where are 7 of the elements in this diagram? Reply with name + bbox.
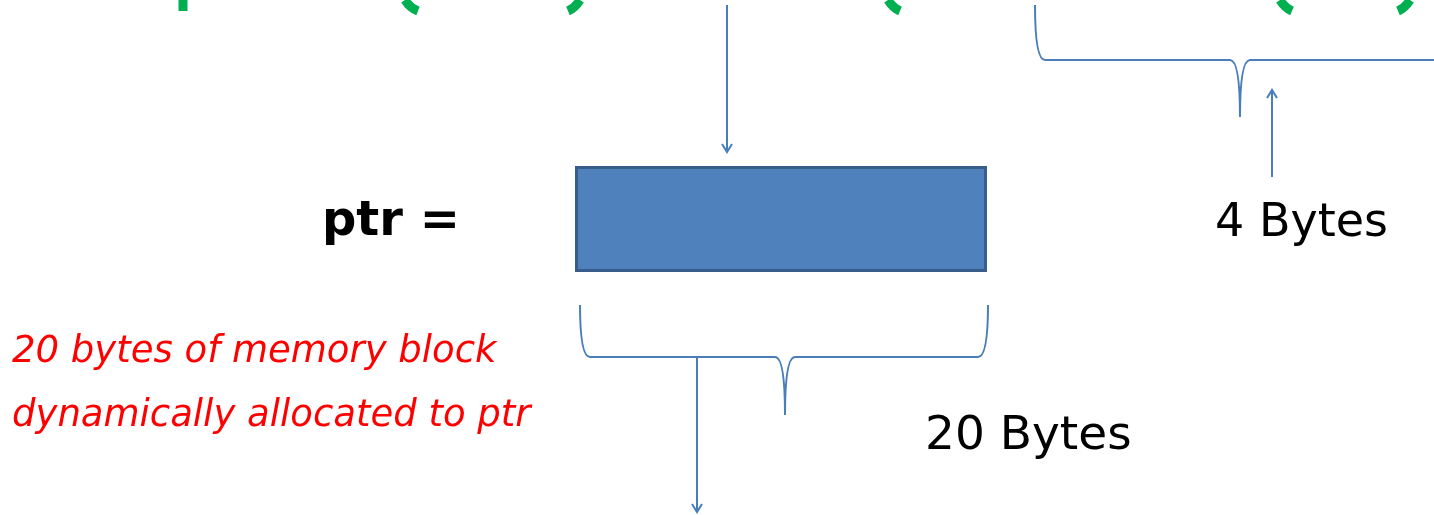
size-label: 4 Bytes [1215, 185, 1434, 255]
size-label: 20 Bytes [925, 405, 1132, 460]
arrow [1266, 89, 1278, 178]
assignment-label: ptr = [322, 190, 460, 246]
note-text: 20 bytes of memory block dynamically allocated to ptr [12, 327, 534, 437]
arrow [721, 4, 733, 153]
memory-block [575, 166, 987, 272]
